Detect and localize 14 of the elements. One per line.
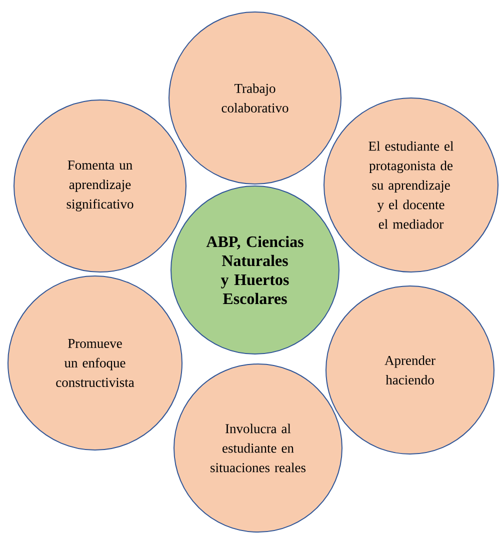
circle-label: Aprender haciendo xyxy=(384,356,436,384)
circle-label: ABP, Ciencias Naturales y Huertos Escolares xyxy=(206,236,304,304)
central-circle xyxy=(170,186,340,354)
idea-circle xyxy=(324,98,498,272)
circle-label: Fomenta un aprendizaje significativo xyxy=(66,160,134,212)
circle-label: Trabajo colaborativo xyxy=(222,84,288,112)
idea-circle xyxy=(8,276,182,450)
idea-circle xyxy=(168,12,342,184)
circle-label: Promueve un enfoque constructivista xyxy=(56,339,134,387)
idea-circle xyxy=(14,100,186,272)
circle-label: El estudiante el protagonista de su aprendizaje y el docente el mediador xyxy=(368,141,454,229)
idea-circle xyxy=(174,364,342,532)
circle-label: Involucra al estudiante en situaciones reales xyxy=(210,424,306,472)
idea-circle xyxy=(326,286,494,454)
